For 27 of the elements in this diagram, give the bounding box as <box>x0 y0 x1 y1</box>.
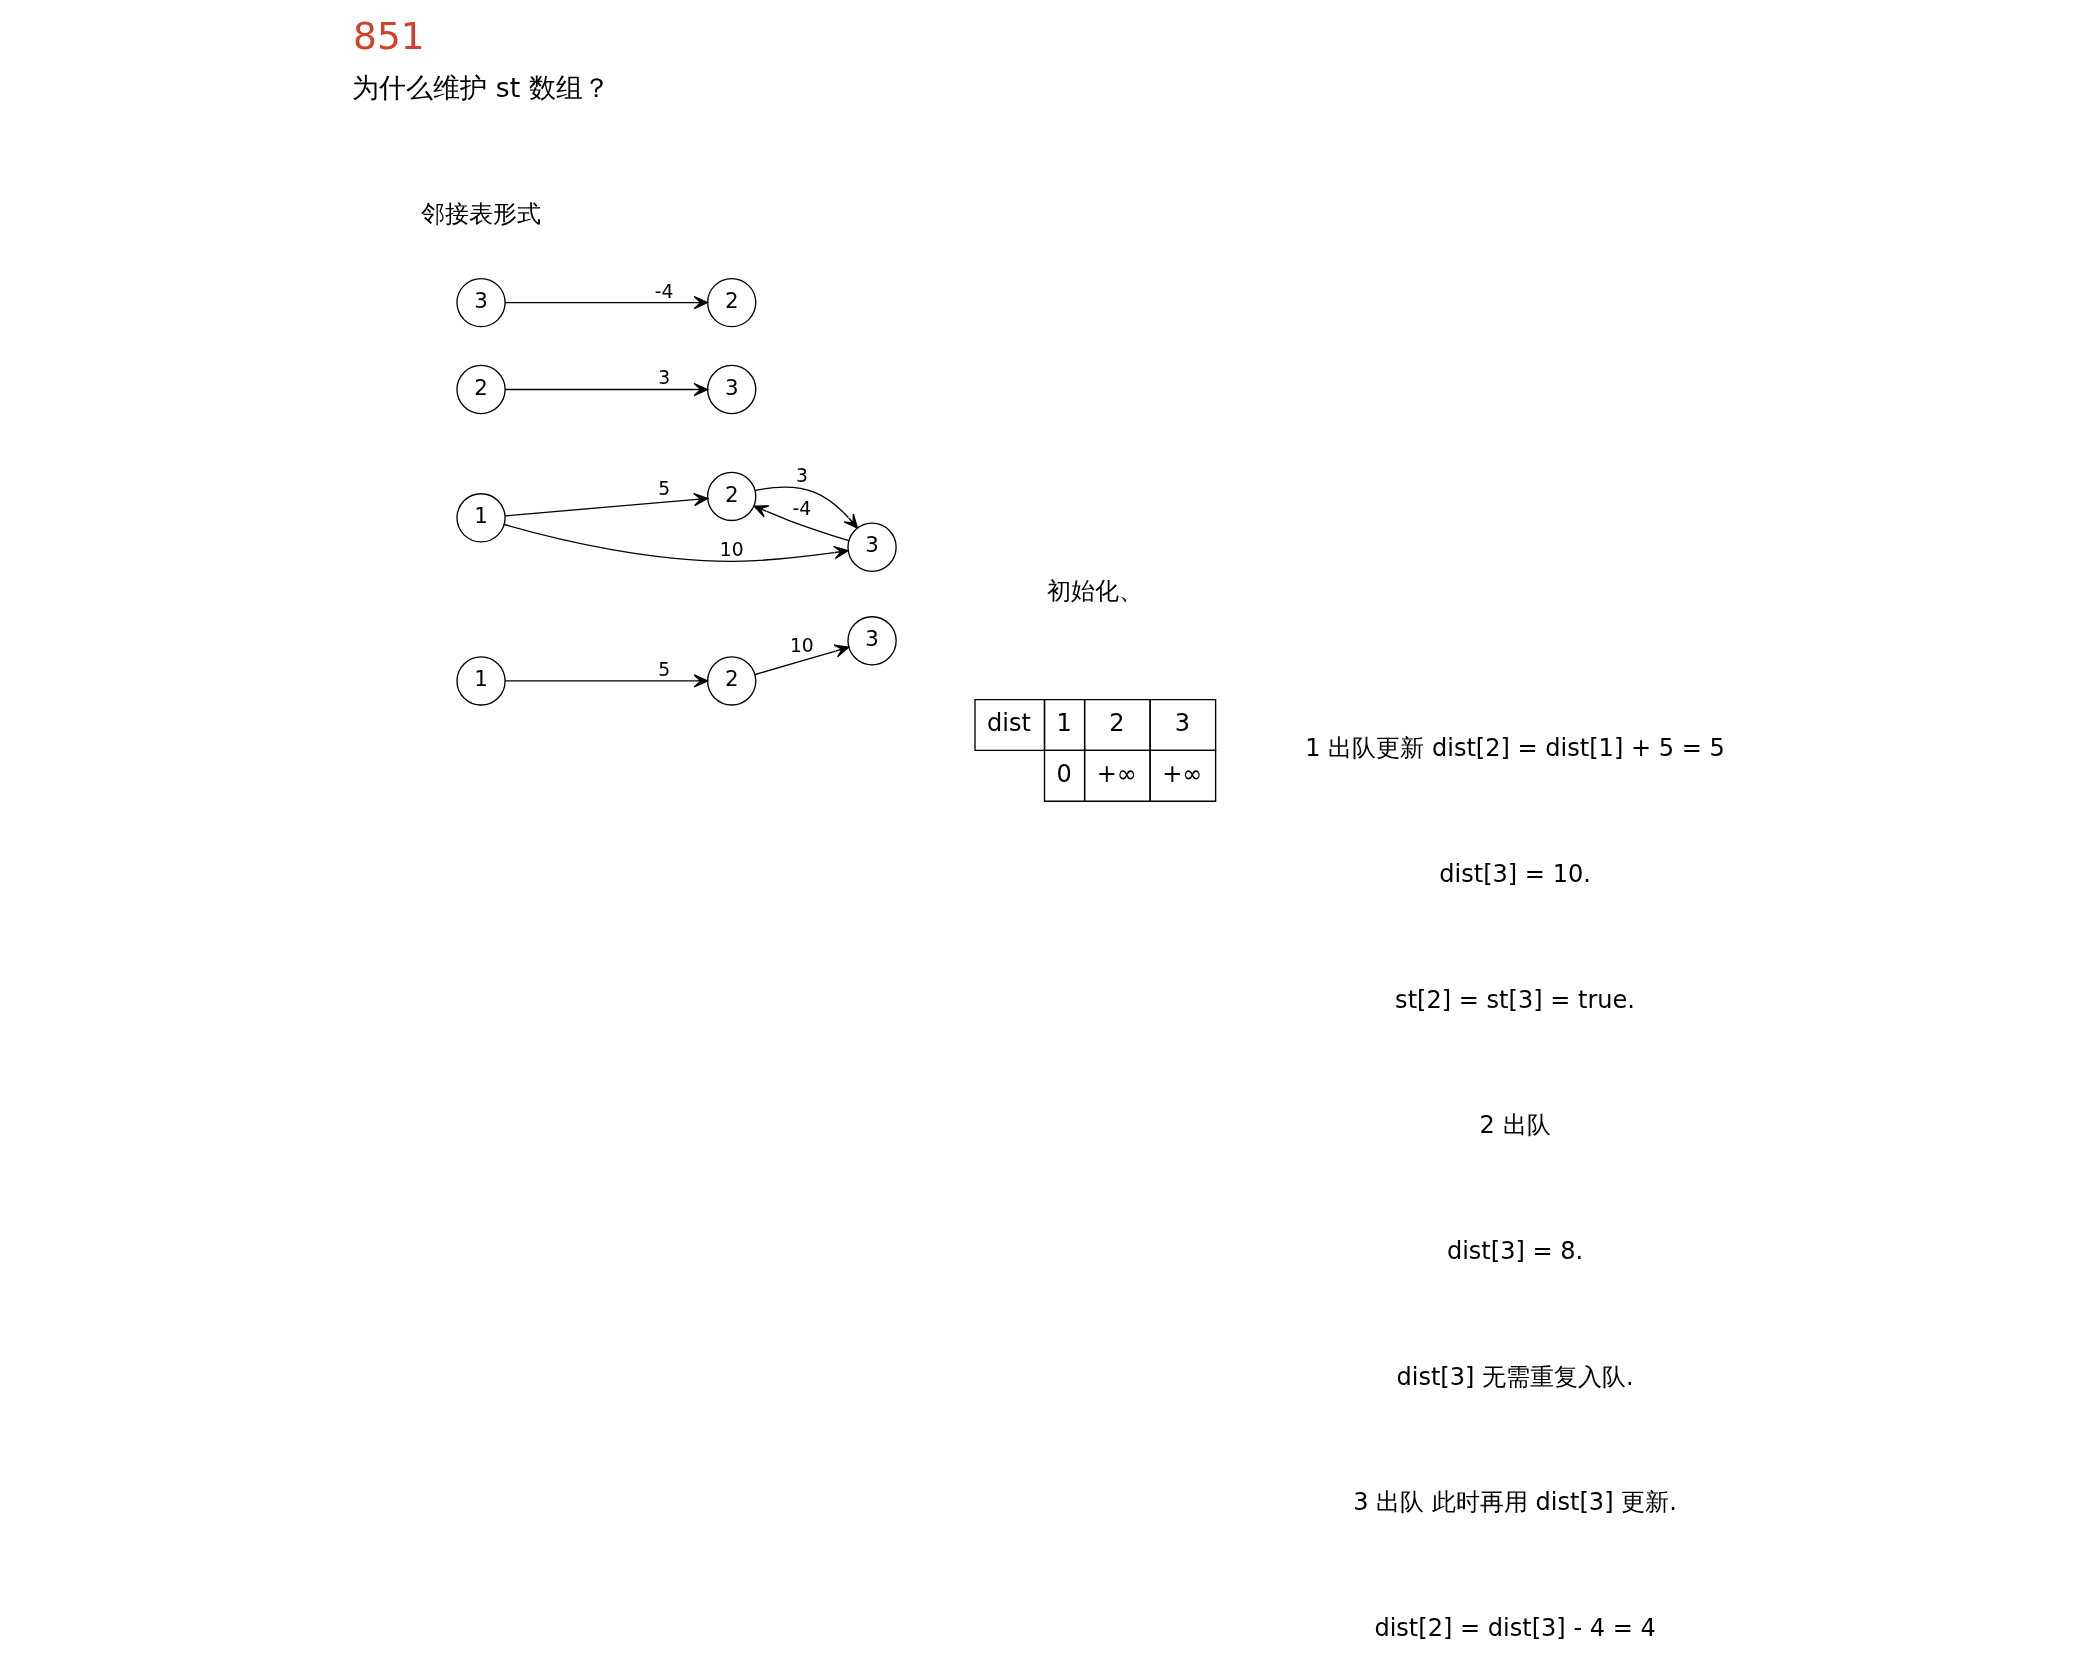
edge-label: 5 <box>658 658 671 680</box>
label: +∞ <box>1096 759 1137 788</box>
label: dist[3] = 8. <box>1446 1236 1584 1265</box>
edge-label: 3 <box>658 367 671 389</box>
edge-label: 10 <box>719 538 744 560</box>
edge-label: -4 <box>792 498 812 520</box>
label: 0 <box>1056 759 1072 788</box>
edge-label: -4 <box>654 280 674 302</box>
edge-label: 3 <box>795 465 808 487</box>
label: dist <box>987 708 1031 737</box>
label: 1 <box>1056 708 1072 737</box>
label: 初始化、 <box>1047 576 1144 605</box>
label: dist[2] = dist[3] - 4 = 4 <box>1374 1613 1656 1642</box>
label: 2 <box>1109 708 1125 737</box>
label: 2 出队 <box>1479 1111 1551 1140</box>
label: 为什么维护 st 数组？ <box>352 71 610 103</box>
label: 邻接表形式 <box>421 199 542 228</box>
edge-label: 5 <box>658 478 671 500</box>
label: dist[3] 无需重复入队. <box>1396 1362 1634 1391</box>
diagram-title: 851 <box>353 14 425 59</box>
label: 3 <box>1174 708 1191 737</box>
label: 1 出队更新 dist[2] = dist[1] + 5 = 5 <box>1305 734 1725 763</box>
label: dist[3] = 10. <box>1439 859 1591 888</box>
label: +∞ <box>1162 759 1203 788</box>
edge-label: 10 <box>789 634 814 656</box>
label: 3 出队 此时再用 dist[3] 更新. <box>1353 1488 1677 1517</box>
label: st[2] = st[3] = true. <box>1395 985 1636 1014</box>
